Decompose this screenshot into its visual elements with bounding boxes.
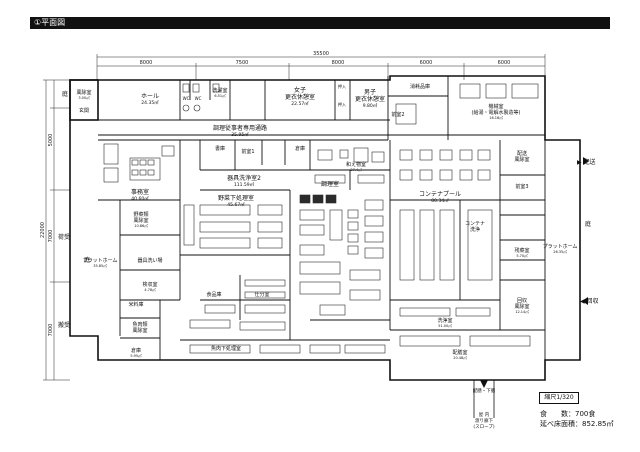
room-label-17: 倉庫	[295, 145, 305, 152]
dim-left-3: 7000	[48, 324, 54, 337]
interior-walls	[98, 76, 546, 360]
dim-seg-5: 6000	[498, 60, 511, 66]
room-area-5: 6.51㎡	[214, 93, 226, 98]
room-label-7: 押入	[338, 83, 346, 89]
room-label-23: 調理室	[321, 180, 339, 188]
title-bar: ①平面図	[30, 17, 610, 29]
room-label-2: 玄関	[79, 107, 89, 114]
room-label-3: WC	[183, 96, 190, 101]
room-area-24: 10.86㎡	[134, 223, 148, 228]
room-area-12: 16.16㎡	[489, 115, 503, 120]
room-label-8: 押入	[338, 101, 346, 107]
room-label-29: 食品庫	[206, 291, 221, 298]
side-label-right-bottom: ◀ 回収	[580, 298, 599, 305]
room-area-40: 26.35㎡	[553, 249, 567, 254]
room-label-35: コンテナ洗浄	[465, 221, 485, 233]
room-label-16: 前室1	[241, 148, 254, 155]
room-area-9: 9.80㎡	[363, 102, 378, 109]
room-area-1: 24.35㎡	[141, 99, 159, 106]
room-label-15: 書庫	[215, 145, 225, 152]
room-area-37: 12.14㎡	[515, 309, 529, 314]
room-label-4: WC	[195, 96, 202, 101]
room-label-10: 消耗品庫	[410, 83, 430, 90]
room-label-11: 前室2	[391, 111, 404, 118]
room-area-14: 40.60㎡	[131, 195, 149, 202]
dim-seg-1: 8000	[140, 60, 153, 66]
room-label-32: 魚肉類風除室	[132, 321, 147, 334]
room-area-34: 5.95㎡	[130, 353, 142, 358]
ramp-corridor	[473, 380, 495, 418]
side-label-left-top: 庭	[62, 90, 68, 98]
scale-label: 縮尺1/320	[539, 392, 579, 404]
dim-seg-2: 7500	[236, 60, 249, 66]
meals-count: 食 数：700食	[540, 410, 596, 418]
page-title: ①平面図	[34, 18, 66, 27]
direction-arrows	[480, 157, 589, 388]
room-area-25: 45.67㎡	[227, 201, 245, 208]
room-area-22: 111.59㎡	[234, 181, 255, 188]
dimension-left	[43, 79, 70, 381]
room-area-38: 51.00㎡	[438, 323, 452, 328]
room-label-30: 仕分室	[254, 291, 269, 298]
entrance-label-2: 屋 内	[479, 411, 490, 418]
side-label-right-top: ▶ 配送	[577, 158, 596, 166]
side-label-left-mid: 庭	[84, 256, 90, 264]
room-area-0: 3.00㎡	[78, 95, 90, 100]
side-label-left-in: 荷受	[58, 233, 70, 241]
room-area-36: 5.70㎡	[516, 253, 528, 258]
room-area-39: 20.48㎡	[453, 355, 467, 360]
room-label-33: 魚肉下処理室	[211, 345, 241, 352]
floor-area: 延べ床面積：852.85㎡	[540, 420, 614, 428]
room-area-6: 22.57㎡	[291, 100, 309, 107]
side-label-right-mid: 庭	[585, 220, 591, 228]
entrance-label-4: (スロープ)	[473, 424, 494, 430]
building-outline	[69, 75, 581, 381]
dim-left-total: 22000	[40, 222, 46, 238]
room-area-18: 27.4㎡	[350, 167, 362, 172]
room-label-12: 機械室(給湯・電解水製造等)16.16㎡	[472, 103, 521, 120]
room-area-28: 4.78㎡	[144, 287, 156, 292]
dimension-top	[96, 54, 546, 80]
room-label-19: 配送風除室	[514, 150, 529, 163]
side-label-left-bottom: 搬受	[58, 321, 70, 329]
entrance-label-1: 配膳・下膳	[473, 387, 496, 394]
room-area-20: 80.34㎡	[431, 197, 449, 204]
room-area-26: 35.85㎡	[93, 263, 107, 268]
room-label-31: 米料庫	[128, 301, 143, 308]
dim-total: 35500	[313, 51, 329, 57]
room-area-13: 35.95㎡	[231, 131, 249, 138]
dim-seg-3: 8000	[332, 60, 345, 66]
dim-left-2: 7000	[48, 230, 54, 243]
kitchen-equipment	[103, 83, 539, 354]
entrance-label-3: 渡り廊下	[475, 417, 493, 424]
room-label-21: 前室3	[515, 183, 528, 190]
dim-left-1: 5000	[48, 134, 54, 147]
dim-seg-4: 6000	[420, 60, 433, 66]
room-label-27: 器具洗い場	[137, 257, 162, 264]
